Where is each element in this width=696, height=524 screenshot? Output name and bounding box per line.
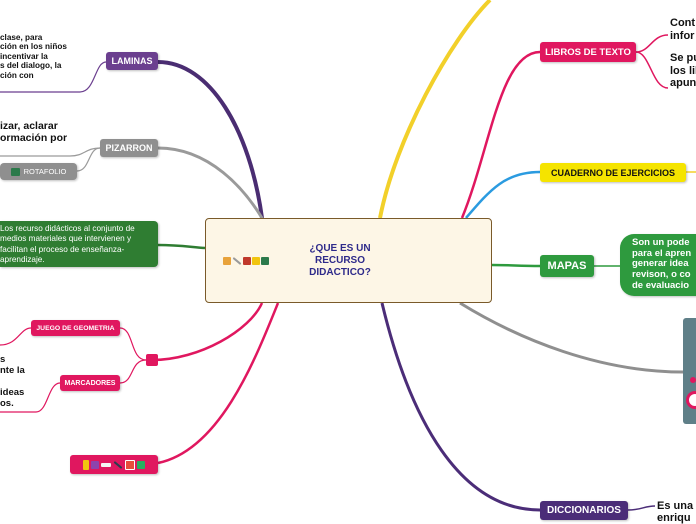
branch-pizarron [156, 146, 264, 220]
libros-description-2: Se pu los lil apun [670, 52, 696, 90]
desc-line: enriqu [657, 512, 691, 524]
pizarron-label: PIZARRON [105, 143, 153, 153]
desc-line: ideas [0, 386, 25, 398]
cuaderno-node[interactable]: CUADERNO DE EJERCICIOS [540, 163, 686, 182]
central-icons [223, 257, 269, 265]
notebook-icon [137, 460, 145, 469]
definition-line: Los recurso didácticos al conjunto de [0, 224, 135, 233]
rotafolio-node[interactable]: ROTAFOLIO [0, 163, 77, 180]
desc-line: generar idea [632, 258, 689, 270]
desc-line: infor [670, 29, 695, 42]
ruler-icon [101, 462, 111, 467]
diccionarios-description: Es una enriqu [657, 500, 693, 524]
laminas-description: clase, para ción en los niños incentivar… [0, 33, 67, 80]
pencil-icon [113, 460, 123, 469]
desc-line: los lil [670, 64, 696, 77]
icons-node-row [83, 459, 145, 470]
connector-laminas-desc [0, 61, 107, 93]
central-title-line: ¿QUE ES UN [309, 243, 371, 254]
desc-line: Cont [670, 17, 696, 29]
libros-label: LIBROS DE TEXTO [545, 46, 631, 58]
definition-node[interactable]: Los recurso didácticos al conjunto de me… [0, 221, 158, 267]
desc-line: revison, o co [632, 268, 691, 280]
teacher-icon [261, 257, 269, 265]
icons-node[interactable] [70, 455, 158, 474]
juego-geometria-label: JUEGO DE GEOMETRIA [36, 324, 115, 332]
connector-geometria-left [0, 327, 32, 346]
libros-node[interactable]: LIBROS DE TEXTO [540, 42, 636, 62]
desc-line: ción con [0, 70, 34, 80]
central-node[interactable]: ¿QUE ES UN RECURSO DIDACTICO? [205, 218, 492, 303]
alarm-clock-icon [686, 377, 696, 409]
definition-line: medios materiales que intervienen y [0, 234, 132, 244]
desc-line: os. [0, 397, 14, 409]
desc-line: apun [670, 77, 696, 90]
desc-line: s del dialogo, la [0, 61, 62, 71]
cuaderno-label: CUADERNO DE EJERCICIOS [550, 167, 676, 178]
desc-line: Se pu [670, 52, 696, 64]
desc-line: para el apren [632, 247, 692, 259]
branch-definition [157, 243, 206, 250]
teacher-icon [10, 167, 20, 176]
connector-libros-desc [635, 51, 669, 89]
connector-pizarron-rotafolio [76, 147, 101, 172]
desc-line: ormación por [0, 132, 68, 145]
branch-yellow [378, 0, 492, 219]
branch-diccionarios [380, 302, 541, 512]
desc-line: nte la [0, 364, 25, 376]
laminas-node[interactable]: LAMINAS [106, 52, 158, 70]
mapas-label: MAPAS [547, 260, 587, 272]
junction-node[interactable] [146, 354, 158, 366]
marcadores-node[interactable]: MARCADORES [60, 375, 120, 391]
pizarron-node[interactable]: PIZARRON [100, 139, 158, 157]
connector-marcadores-left [0, 382, 61, 413]
abacus-icon [223, 257, 231, 265]
central-title-line: RECURSO [314, 255, 365, 266]
pencil-icon [232, 257, 242, 265]
marcadores-description: s nte la ideas os. [0, 354, 25, 410]
desc-line: de evaluacio [632, 279, 690, 291]
connector-junction-marcadores [119, 359, 147, 384]
sticky-note-icon [252, 257, 260, 265]
connector-pizarron-desc [0, 147, 101, 157]
desc-line: ción en los niños [0, 42, 67, 52]
rotafolio-label: ROTAFOLIO [23, 167, 67, 176]
desc-line: izar, aclarar [0, 120, 58, 132]
mapas-description: Son un pode para el apren generar idea r… [620, 234, 696, 296]
branch-libros [460, 50, 541, 219]
branch-cuaderno [465, 170, 541, 219]
pizarron-description: izar, aclarar ormación por [0, 120, 67, 144]
branch-laminas [156, 60, 264, 220]
laminas-label: LAMINAS [111, 56, 153, 66]
desc-line: Es una [657, 500, 694, 512]
desc-line: clase, para [0, 33, 43, 42]
sticky-note-icon [83, 459, 89, 470]
diccionarios-label: DICCIONARIOS [547, 505, 621, 516]
juego-geometria-node[interactable]: JUEGO DE GEOMETRIA [31, 320, 120, 336]
desc-line: s [0, 354, 6, 365]
connector-dicc-desc [627, 505, 656, 511]
branch-junction [151, 302, 264, 362]
central-title-line: DIDACTICO? [309, 267, 371, 278]
books-icon [91, 460, 99, 469]
connector-libros-desc2 [635, 34, 669, 53]
definition-line: aprendizaje. [0, 254, 45, 264]
mapas-node[interactable]: MAPAS [540, 255, 594, 277]
definition-line: facilitan el proceso de enseñanza- [0, 244, 125, 254]
branch-icons-node [157, 302, 280, 465]
connector-junction-geometria [119, 327, 147, 361]
diccionarios-node[interactable]: DICCIONARIOS [540, 501, 628, 520]
calculator-icon [125, 459, 135, 470]
books-icon [243, 257, 251, 265]
desc-line: incentivar la [0, 51, 48, 61]
libros-description-1: Cont infor [670, 17, 695, 42]
desc-line: Son un pode [632, 237, 690, 248]
marcadores-label: MARCADORES [64, 379, 116, 387]
branch-mapas [491, 263, 541, 268]
branch-clock [459, 301, 684, 374]
central-title: ¿QUE ES UN RECURSO DIDACTICO? [299, 243, 381, 279]
